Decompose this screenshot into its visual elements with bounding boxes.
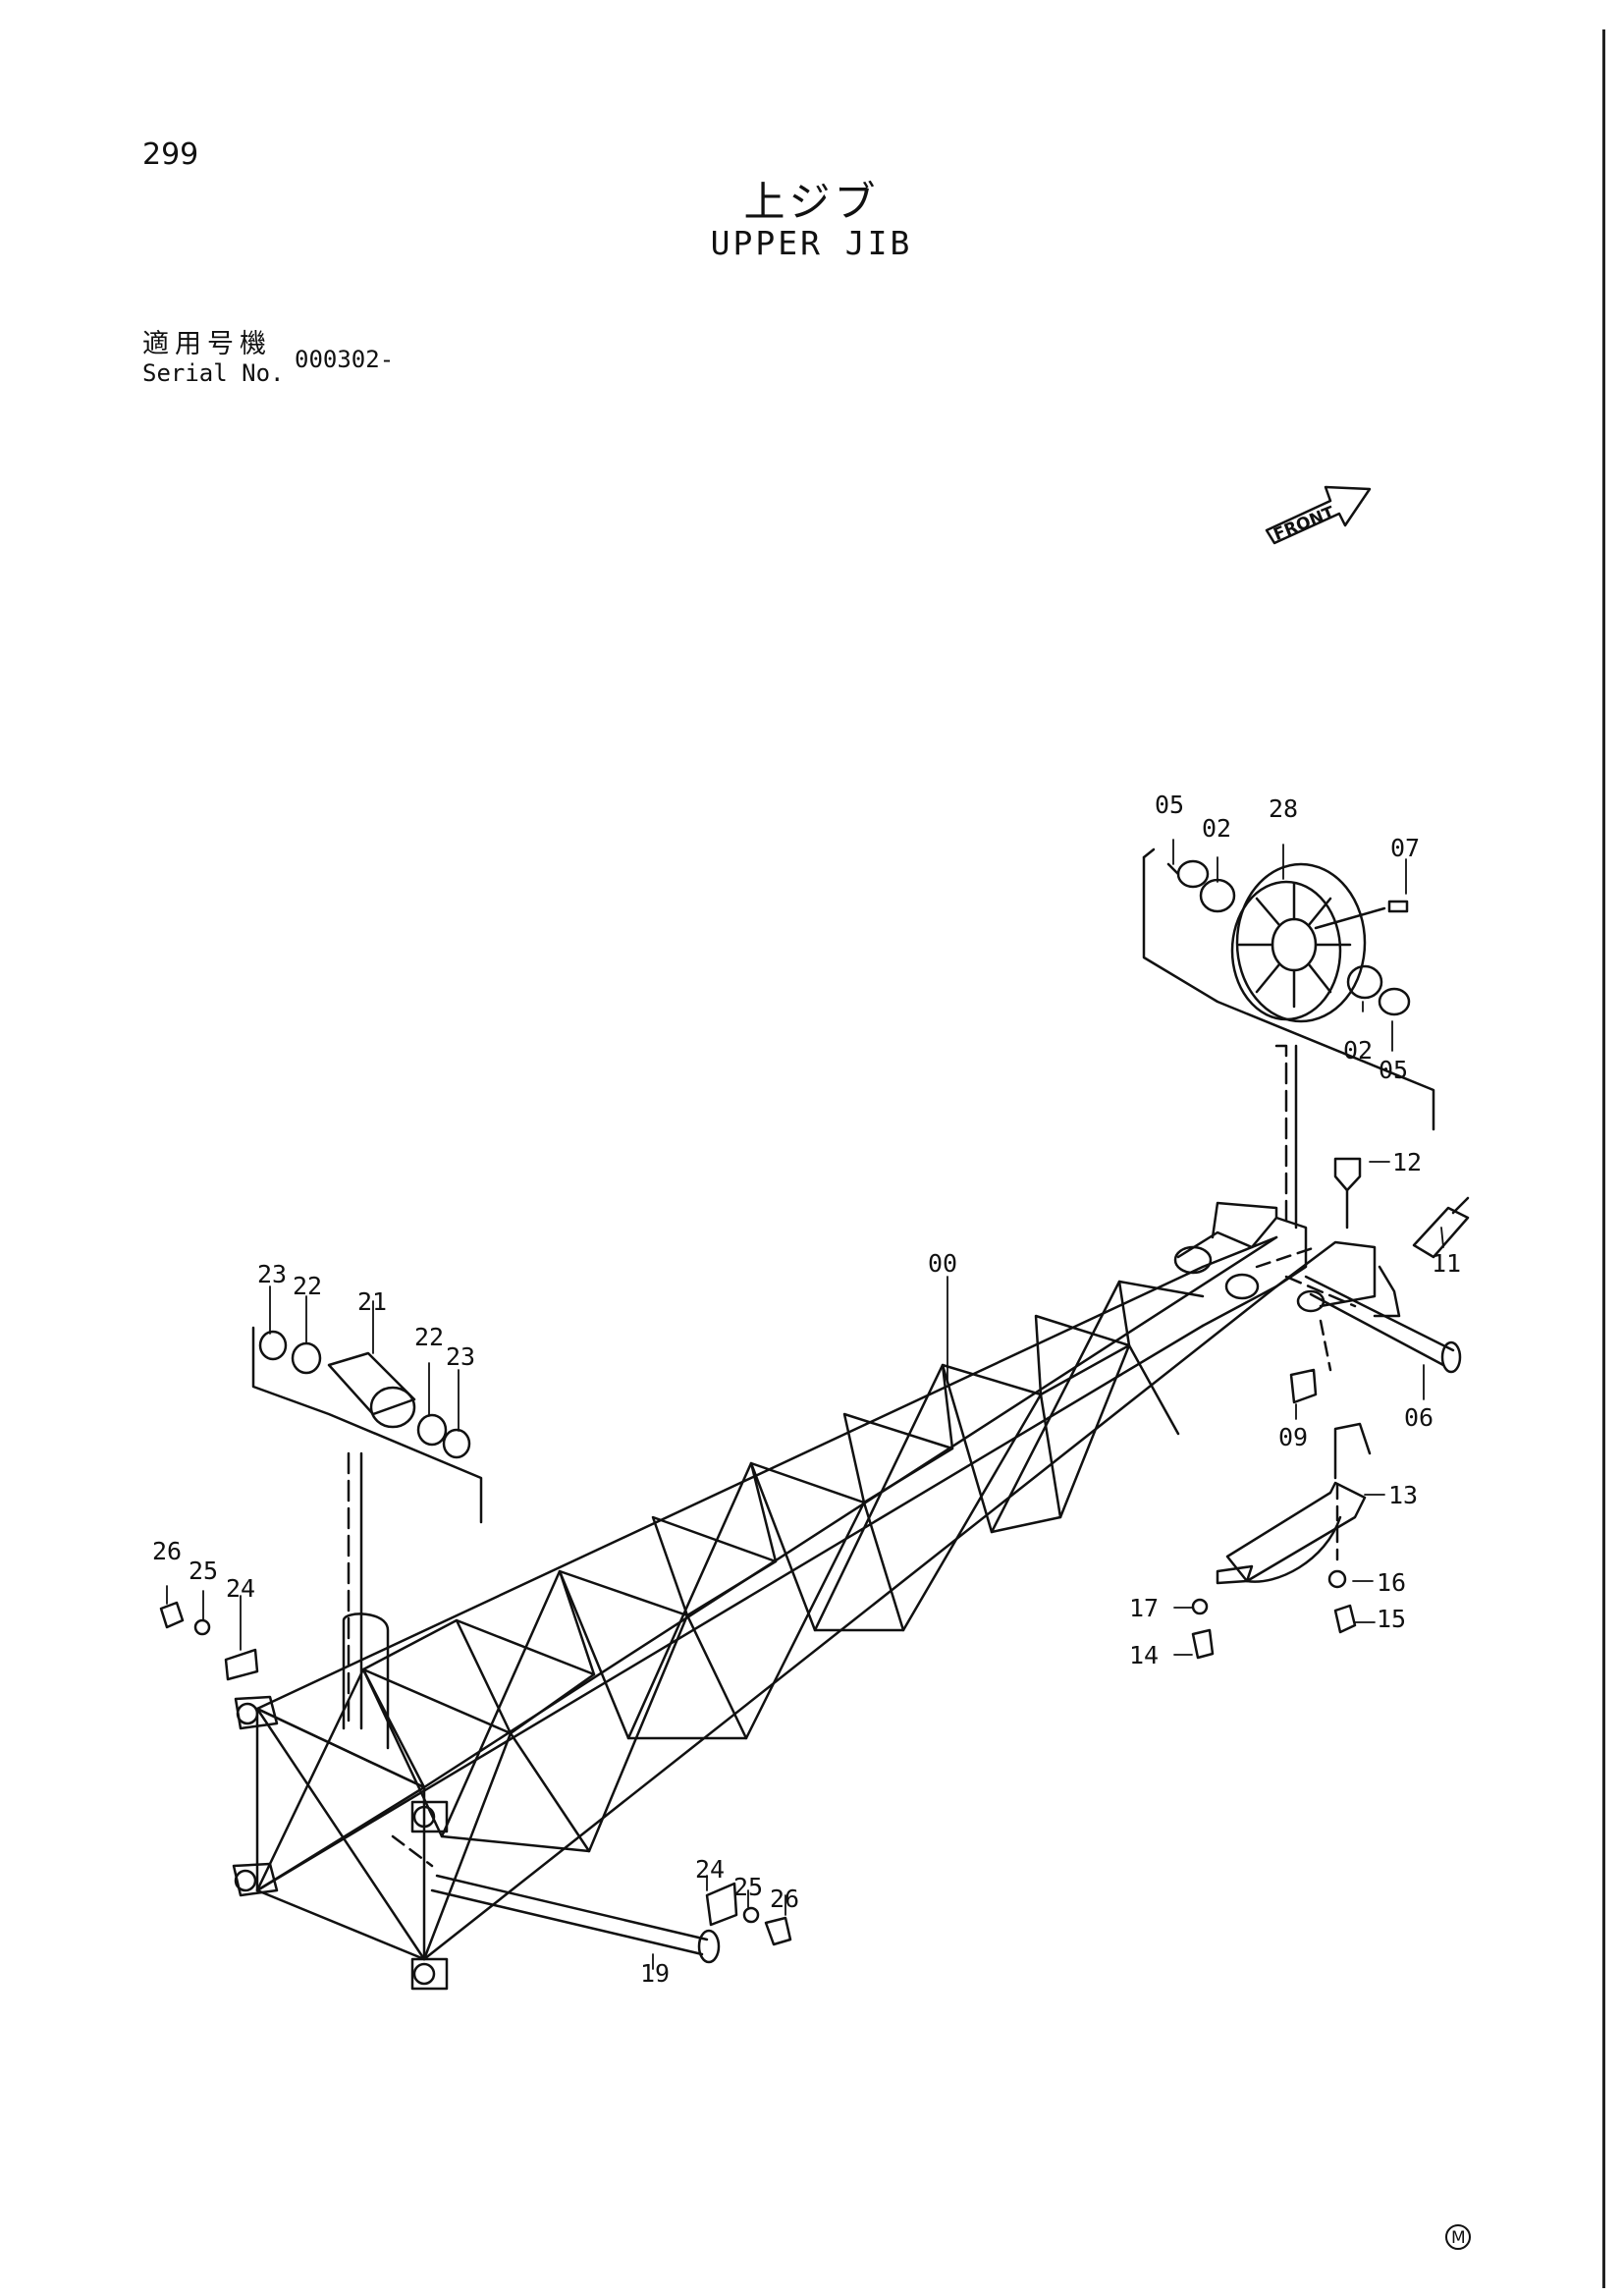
part-label: 22 [293,1272,322,1300]
jib-truss [232,1201,1377,1991]
part-labels: 05 02 28 07 02 05 12 11 00 06 09 13 16 1… [152,791,1461,1988]
part-label: 09 [1278,1423,1308,1451]
part-label: 25 [733,1873,763,1901]
part-label: 02 [1343,1036,1373,1065]
page-edge-rule [1602,29,1605,2288]
part-label: 28 [1269,794,1298,823]
part-label: 13 [1388,1481,1418,1509]
part-label: 26 [770,1885,799,1913]
serial-value: 000302- [295,346,395,373]
part-label: 26 [152,1537,182,1565]
front-arrow-label: FRONT [1271,503,1337,545]
part-label: 16 [1377,1568,1406,1597]
front-arrow-icon: FRONT [1265,485,1372,545]
part-label: 14 [1129,1641,1159,1669]
part-label: 05 [1155,791,1184,819]
page-number: 299 [142,137,199,172]
part-label: 00 [928,1249,957,1278]
footer-mark-label: M [1451,2228,1466,2248]
serial-label-jp: 適用号機 [142,329,272,359]
part-label: 11 [1432,1249,1461,1278]
page-title-en: UPPER JIB [710,224,913,262]
part-label: 07 [1390,834,1420,862]
part-label: 22 [414,1323,444,1351]
part-label: 24 [226,1574,255,1603]
footer-mark: M [1445,2224,1471,2250]
sheave-group [1142,847,1435,1230]
part-label: 17 [1129,1594,1159,1622]
part-label: 15 [1377,1605,1406,1633]
part-label: 06 [1404,1403,1434,1432]
part-label: 02 [1202,814,1231,843]
jib-stop-bracket [1191,1422,1372,1660]
head-hardware [1255,1157,1470,1404]
part-label: 23 [257,1260,287,1288]
part-label: 25 [189,1557,218,1585]
page-title-jp: 上ジブ [743,178,880,226]
part-label: 12 [1392,1148,1422,1176]
serial-label-en: Serial No. [142,359,285,387]
rear-pin-hardware [159,1601,792,1964]
part-label: 05 [1379,1056,1408,1084]
part-label: 21 [357,1287,387,1316]
leader-lines [166,839,1444,1970]
part-label: 19 [640,1959,670,1988]
part-label: 23 [446,1342,475,1371]
part-label: 24 [695,1855,725,1884]
